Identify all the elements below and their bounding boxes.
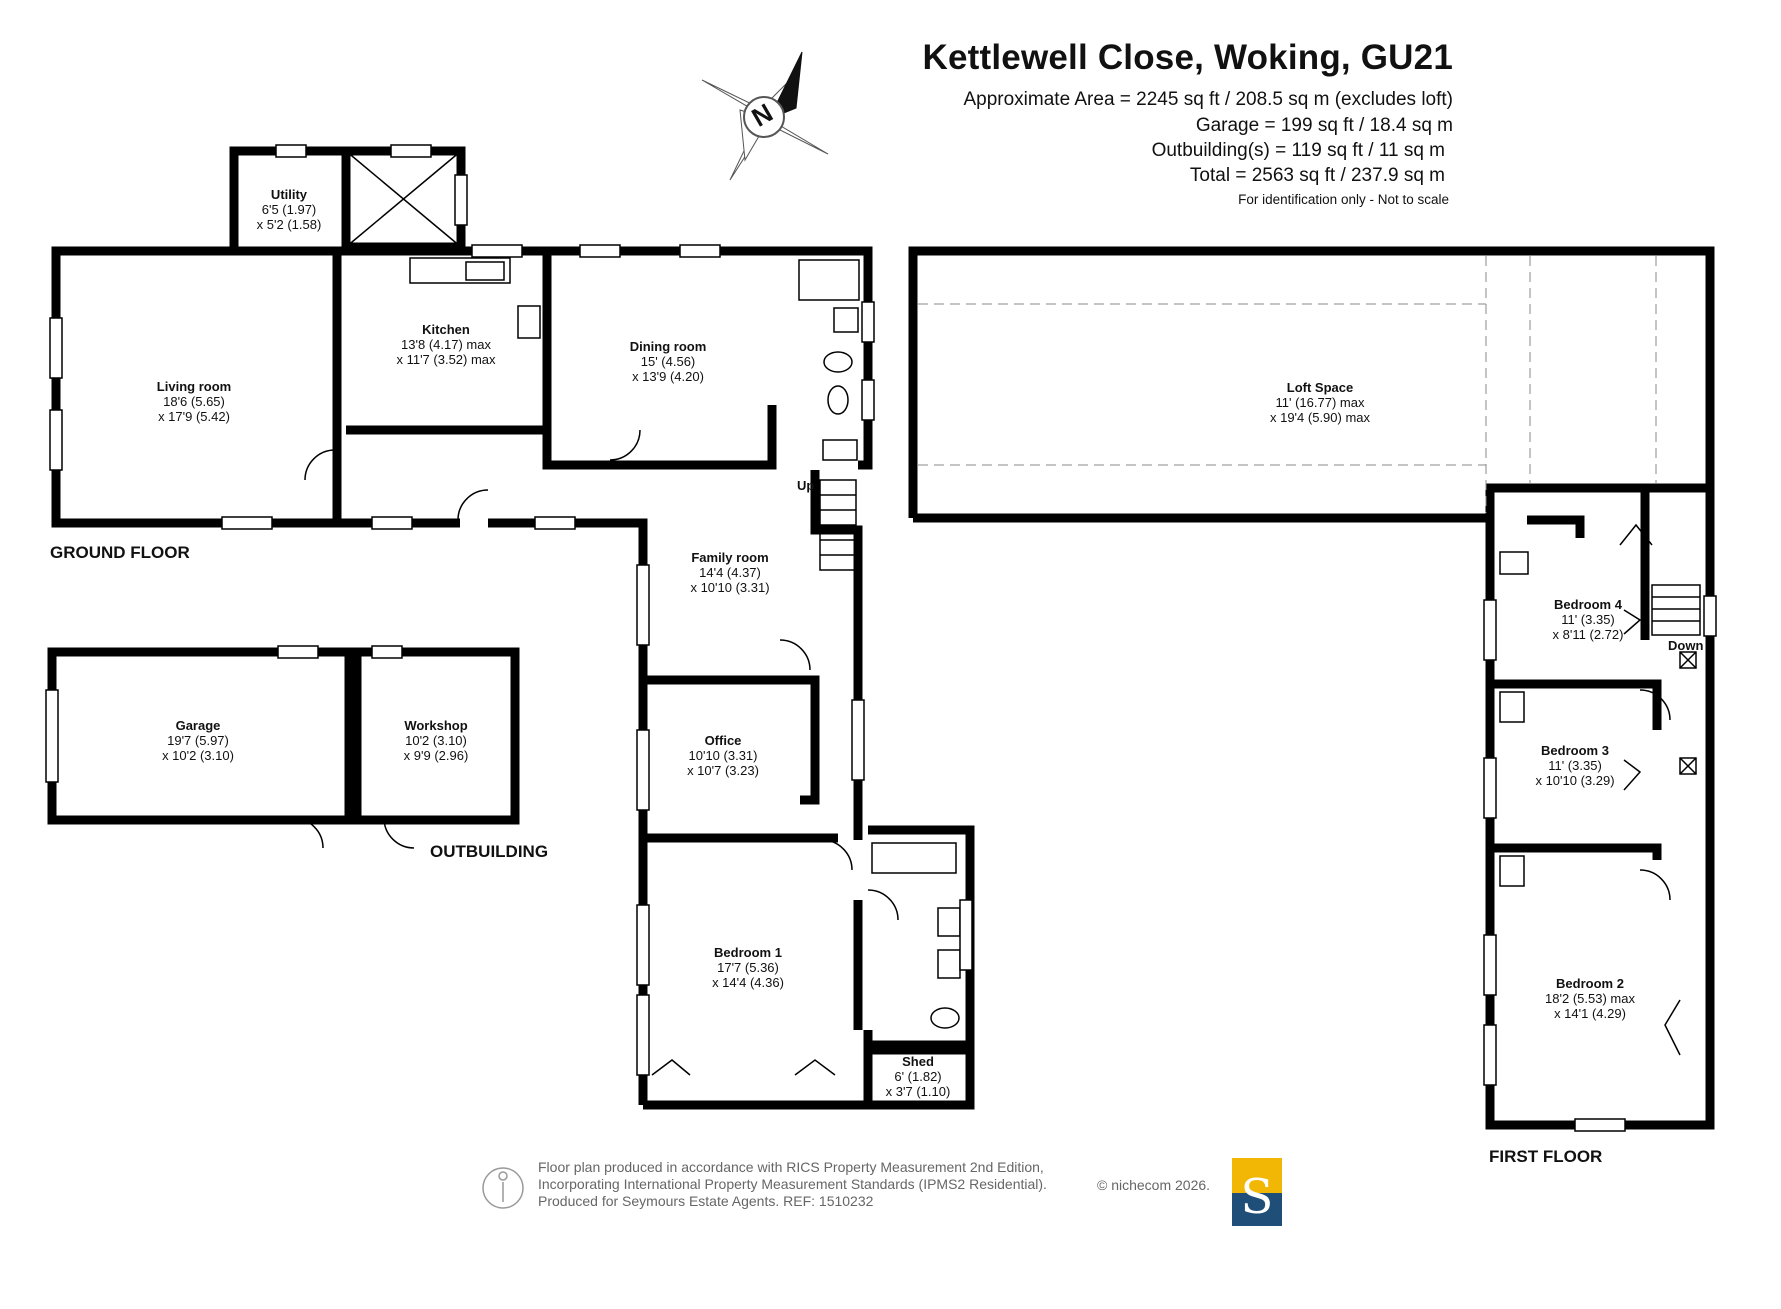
room-dim: x 5'2 (1.58) xyxy=(256,217,322,232)
area-line-garage: Garage = 199 sq ft / 18.4 sq m xyxy=(1195,115,1453,136)
room-dim: x 19'4 (5.90) max xyxy=(1269,410,1371,425)
room-name: Loft Space xyxy=(1286,380,1354,395)
page-title: Kettlewell Close, Woking, GU21 xyxy=(922,38,1453,77)
stairs-up-label: Up xyxy=(797,478,815,493)
footer-line: Produced for Seymours Estate Agents. REF… xyxy=(538,1193,874,1209)
room-dim: x 14'1 (4.29) xyxy=(1554,1006,1626,1021)
compass-icon xyxy=(701,51,829,181)
svg-text:S: S xyxy=(1241,1169,1274,1225)
room-dim: x 17'9 (5.42) xyxy=(158,409,230,424)
room-garage: Garage 19'7 (5.97) x 10'2 (3.10) xyxy=(162,718,234,763)
room-loft-space: Loft Space 11' (16.77) max x 19'4 (5.90)… xyxy=(1270,380,1370,425)
room-name: Dining room xyxy=(629,339,707,354)
room-kitchen: Kitchen 13'8 (4.17) max x 11'7 (3.52) ma… xyxy=(396,322,495,367)
room-dim: x 10'10 (3.29) xyxy=(1535,773,1615,788)
room-name: Utility xyxy=(270,187,308,202)
scale-note: For identification only - Not to scale xyxy=(1238,192,1449,207)
room-dim: 10'10 (3.31) xyxy=(688,748,758,763)
footer-credit: © nichecom 2026. xyxy=(1097,1177,1211,1193)
room-dim: x 11'7 (3.52) max xyxy=(396,352,496,367)
shed-walls xyxy=(863,1040,975,1110)
room-dim: 18'6 (5.65) xyxy=(163,394,225,409)
room-dim: 10'2 (3.10) xyxy=(405,733,467,748)
room-dim: 11' (16.77) max xyxy=(1275,395,1365,410)
room-dim: 6'5 (1.97) xyxy=(261,202,317,217)
stairs-down-label: Down xyxy=(1668,638,1704,653)
room-dim: 14'4 (4.37) xyxy=(699,565,761,580)
room-dim: 13'8 (4.17) max xyxy=(401,337,491,352)
first-floor-walls xyxy=(1485,488,1715,1130)
area-line-total: Total = 2563 sq ft / 237.9 sq m xyxy=(1189,165,1445,186)
room-dim: 19'7 (5.97) xyxy=(167,733,229,748)
room-name: Bedroom 2 xyxy=(1556,976,1624,991)
room-name: Family room xyxy=(691,550,769,565)
room-bedroom-1: Bedroom 1 17'7 (5.36) x 14'4 (4.36) xyxy=(712,945,784,990)
room-name: Workshop xyxy=(404,718,468,733)
room-shed: Shed 6' (1.82) x 3'7 (1.10) xyxy=(886,1054,951,1099)
ground-floor-walls xyxy=(51,146,975,1110)
room-dim: x 3'7 (1.10) xyxy=(885,1084,951,1099)
room-dim: x 10'10 (3.31) xyxy=(690,580,770,595)
room-dim: 11' (3.35) xyxy=(1548,758,1602,773)
room-office: Office 10'10 (3.31) x 10'7 (3.23) xyxy=(687,733,759,778)
room-name: Office xyxy=(704,733,742,748)
room-dim: x 8'11 (2.72) xyxy=(1552,627,1624,642)
room-utility: Utility 6'5 (1.97) x 5'2 (1.58) xyxy=(257,187,322,232)
ground-floor-windows xyxy=(49,144,973,1076)
person-icon xyxy=(482,1167,524,1209)
room-name: Kitchen xyxy=(422,322,470,337)
room-name: Bedroom 1 xyxy=(714,945,782,960)
room-dim: x 9'9 (2.96) xyxy=(403,748,469,763)
first-floor-label: FIRST FLOOR xyxy=(1489,1147,1603,1166)
ground-floor-label: GROUND FLOOR xyxy=(50,543,190,562)
room-dim: 18'2 (5.53) max xyxy=(1545,991,1635,1006)
outbuilding-details xyxy=(45,645,415,849)
room-dim: x 14'4 (4.36) xyxy=(712,975,784,990)
first-floor-windows xyxy=(1483,595,1717,1132)
room-name: Bedroom 4 xyxy=(1554,597,1622,612)
ground-floor-fixtures xyxy=(304,150,961,1076)
outbuilding-label: OUTBUILDING xyxy=(430,842,549,861)
footer-line: Incorporating International Property Mea… xyxy=(538,1176,1047,1192)
room-dim: x 13'9 (4.20) xyxy=(632,369,704,384)
room-dim: 11' (3.35) xyxy=(1561,612,1615,627)
room-workshop: Workshop 10'2 (3.10) x 9'9 (2.96) xyxy=(404,718,469,763)
room-dim: x 10'7 (3.23) xyxy=(687,763,759,778)
room-bedroom-3: Bedroom 3 11' (3.35) x 10'10 (3.29) xyxy=(1535,743,1614,788)
room-name: Garage xyxy=(175,718,221,733)
footer-line: Floor plan produced in accordance with R… xyxy=(538,1159,1044,1175)
room-dining: Dining room 15' (4.56) x 13'9 (4.20) xyxy=(630,339,707,384)
area-line-approx: Approximate Area = 2245 sq ft / 208.5 sq… xyxy=(963,89,1453,110)
room-living: Living room 18'6 (5.65) x 17'9 (5.42) xyxy=(157,379,231,424)
room-dim: x 10'2 (3.10) xyxy=(162,748,234,763)
room-bedroom-4: Bedroom 4 11' (3.35) x 8'11 (2.72) xyxy=(1553,597,1624,642)
room-dim: 17'7 (5.36) xyxy=(717,960,779,975)
loft-dashed-lines xyxy=(918,256,1657,513)
room-name: Living room xyxy=(156,379,232,394)
room-dim: 15' (4.56) xyxy=(640,354,696,369)
room-dim: 6' (1.82) xyxy=(894,1069,942,1084)
area-line-outbuildings: Outbuilding(s) = 119 sq ft / 11 sq m xyxy=(1151,140,1445,161)
room-name: Shed xyxy=(902,1054,934,1069)
footer-disclaimer: Floor plan produced in accordance with R… xyxy=(538,1159,1047,1210)
room-bedroom-2: Bedroom 2 18'2 (5.53) max x 14'1 (4.29) xyxy=(1545,976,1635,1021)
room-family: Family room 14'4 (4.37) x 10'10 (3.31) xyxy=(690,550,769,595)
room-name: Bedroom 3 xyxy=(1541,743,1609,758)
seymours-logo: S xyxy=(1232,1158,1282,1226)
first-floor-fixtures xyxy=(1499,523,1701,1056)
